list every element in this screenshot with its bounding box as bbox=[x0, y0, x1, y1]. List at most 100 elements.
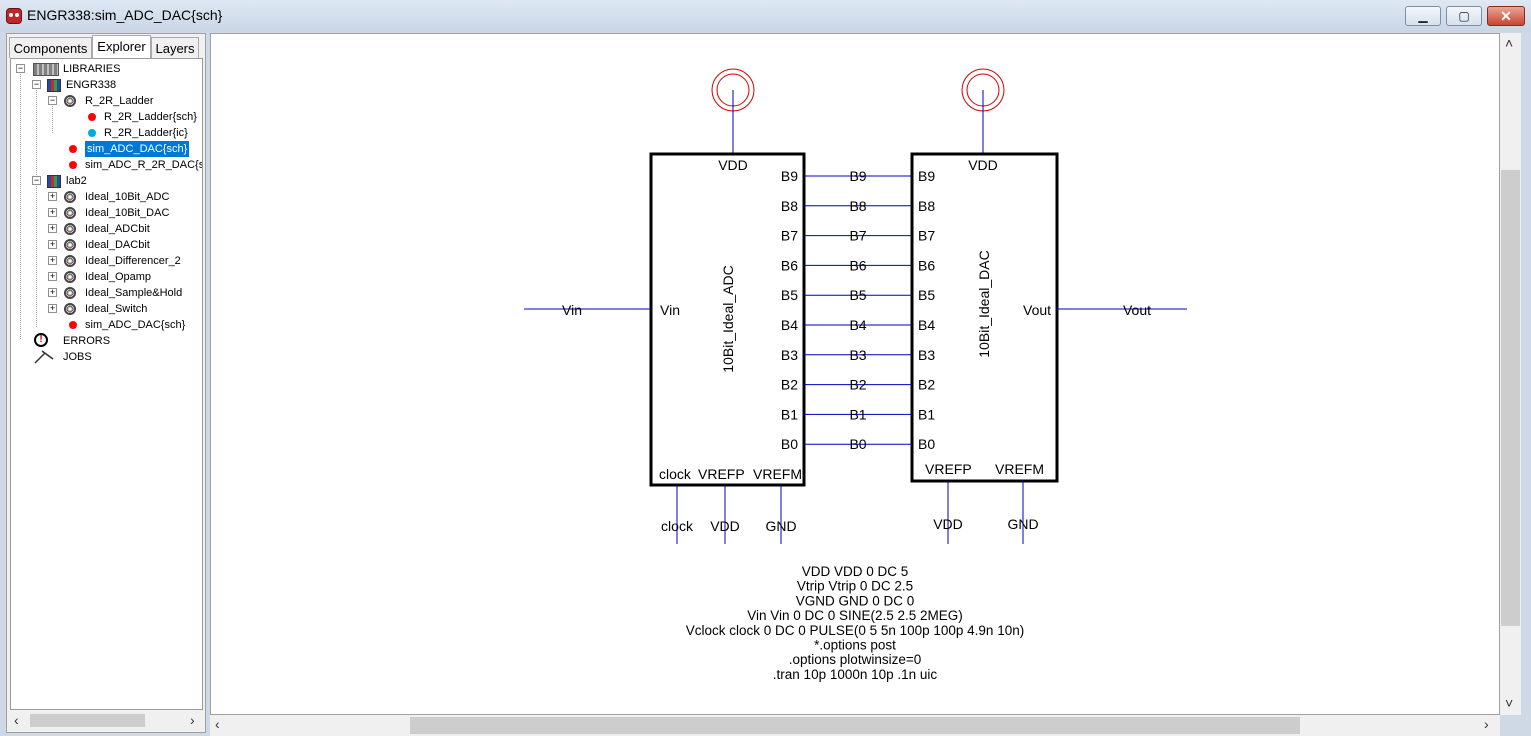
tree-label: R_2R_Ladder bbox=[85, 95, 154, 107]
expand-icon[interactable]: + bbox=[48, 207, 57, 217]
library-icon bbox=[47, 79, 61, 92]
expand-icon[interactable]: + bbox=[48, 255, 57, 265]
explorer-tree: − LIBRARIES − ENGR338 − R_2R_Ladder R_2R… bbox=[10, 58, 203, 710]
tree-item-lab2-sim[interactable]: sim_ADC_DAC{sch} bbox=[11, 317, 201, 333]
tree-label: sim_ADC_R_2R_DAC{s bbox=[85, 159, 203, 171]
tree-item-cell[interactable]: + Ideal_Opamp bbox=[11, 269, 201, 285]
expand-icon[interactable]: + bbox=[48, 191, 57, 201]
tree-item-libraries[interactable]: − LIBRARIES bbox=[11, 61, 201, 77]
tree-item-jobs[interactable]: JOBS bbox=[11, 349, 201, 365]
tree-horizontal-scrollbar[interactable]: ‹ › bbox=[10, 712, 203, 729]
tree-label: ENGR338 bbox=[66, 79, 117, 91]
bit-net-label: B7 bbox=[849, 228, 866, 244]
dac-vrefp-pin: VREFP bbox=[925, 461, 972, 477]
tree-item-cell[interactable]: + Ideal_Differencer_2 bbox=[11, 253, 201, 269]
dac-bit-pin: B6 bbox=[918, 257, 935, 273]
tree-item-sim-adc-dac[interactable]: sim_ADC_DAC{sch} bbox=[11, 140, 201, 158]
tree-label: Ideal_Differencer_2 bbox=[85, 255, 181, 267]
tree-item-r2r-ladder-ic[interactable]: R_2R_Ladder{ic} bbox=[11, 125, 201, 141]
tree-label: sim_ADC_DAC{sch} bbox=[85, 319, 186, 331]
scroll-left-icon[interactable]: ‹ bbox=[215, 716, 220, 732]
scrollbar-thumb[interactable] bbox=[30, 714, 145, 727]
expand-icon[interactable]: + bbox=[48, 271, 57, 281]
dac-block[interactable] bbox=[910, 152, 1059, 483]
adc-clock-pin: clock bbox=[659, 466, 692, 482]
tree-item-cell[interactable]: + Ideal_Switch bbox=[11, 301, 201, 317]
tree-label: LIBRARIES bbox=[63, 63, 121, 75]
adc-bit-pin: B5 bbox=[781, 287, 798, 303]
dac-bit-pin: B9 bbox=[918, 168, 935, 184]
tab-explorer[interactable]: Explorer bbox=[92, 35, 151, 58]
tree-item-lab2[interactable]: − lab2 bbox=[11, 173, 201, 189]
scrollbar-thumb[interactable] bbox=[1501, 170, 1520, 626]
cell-icon bbox=[64, 303, 76, 315]
schematic-view-icon bbox=[69, 145, 77, 153]
explorer-panel: Components Explorer Layers − LIBRARIES −… bbox=[6, 33, 206, 733]
adc-bit-pin: B7 bbox=[781, 228, 798, 244]
bit-net-label: B2 bbox=[849, 377, 866, 393]
expand-icon[interactable]: + bbox=[48, 223, 57, 233]
title-bar: ENGR338:sim_ADC_DAC{sch} ▁ ▢ ✕ bbox=[0, 0, 1531, 32]
expand-icon[interactable]: + bbox=[48, 239, 57, 249]
collapse-icon[interactable]: − bbox=[16, 63, 25, 73]
adc-vrefp-net-label: VDD bbox=[710, 518, 740, 534]
spice-line: .tran 10p 1000n 10p .1n uic bbox=[773, 667, 938, 682]
tree-item-cell[interactable]: + Ideal_10Bit_ADC bbox=[11, 189, 201, 205]
cell-icon bbox=[64, 239, 76, 251]
tree-label: R_2R_Ladder{sch} bbox=[104, 111, 197, 123]
tree-label: JOBS bbox=[63, 351, 92, 363]
minimize-button[interactable]: ▁ bbox=[1405, 6, 1441, 26]
canvas-horizontal-scrollbar[interactable]: ‹ › bbox=[210, 715, 1500, 736]
tree-item-cell[interactable]: + Ideal_Sample&Hold bbox=[11, 285, 201, 301]
spice-line: Vtrip Vtrip 0 DC 2.5 bbox=[797, 579, 913, 594]
tab-layers[interactable]: Layers bbox=[151, 37, 199, 58]
scroll-up-icon[interactable]: ˄ bbox=[1505, 35, 1514, 51]
canvas-vertical-scrollbar[interactable]: ˄ ˅ bbox=[1500, 33, 1521, 715]
adc-vrefm-pin: VREFM bbox=[753, 466, 802, 482]
spice-line: VGND GND 0 DC 0 bbox=[796, 593, 915, 608]
collapse-icon[interactable]: − bbox=[48, 95, 57, 105]
bit-net-label: B0 bbox=[849, 436, 866, 452]
tree-item-sim-adc-r2r-dac[interactable]: sim_ADC_R_2R_DAC{s bbox=[11, 157, 203, 173]
vin-net-label: Vin bbox=[562, 302, 582, 318]
cell-icon bbox=[64, 287, 76, 299]
vdd-power-symbol bbox=[961, 68, 1005, 154]
schematic-canvas[interactable]: VDD Vin 10Bit_Ideal_ADC clock VREFP VREF… bbox=[210, 33, 1500, 715]
tree-item-cell[interactable]: + Ideal_ADCbit bbox=[11, 221, 201, 237]
dac-bit-pin: B0 bbox=[918, 436, 935, 452]
tree-label: Ideal_DACbit bbox=[85, 239, 150, 251]
tree-label: R_2R_Ladder{ic} bbox=[104, 127, 188, 139]
tree-item-r2r-ladder[interactable]: − R_2R_Ladder bbox=[11, 93, 201, 109]
tree-item-errors[interactable]: ! ERRORS bbox=[11, 333, 201, 349]
cell-icon bbox=[64, 271, 76, 283]
tree-item-engr338[interactable]: − ENGR338 bbox=[11, 77, 201, 93]
expand-icon[interactable]: + bbox=[48, 287, 57, 297]
dac-bit-pin: B2 bbox=[918, 377, 935, 393]
dac-vdd-pin: VDD bbox=[968, 157, 998, 173]
spice-line: .options plotwinsize=0 bbox=[789, 652, 921, 667]
bit-net-label: B1 bbox=[849, 406, 866, 422]
dac-bit-pin: B8 bbox=[918, 198, 935, 214]
scroll-right-icon[interactable]: › bbox=[1484, 716, 1489, 732]
collapse-icon[interactable]: − bbox=[32, 175, 41, 185]
tab-components[interactable]: Components bbox=[9, 37, 92, 58]
scroll-left-icon[interactable]: ‹ bbox=[14, 712, 19, 728]
close-button[interactable]: ✕ bbox=[1487, 6, 1525, 26]
scroll-right-icon[interactable]: › bbox=[190, 712, 195, 728]
tree-label: Ideal_ADCbit bbox=[85, 223, 150, 235]
adc-cell-name: 10Bit_Ideal_ADC bbox=[720, 265, 736, 372]
bit-net-label: B6 bbox=[849, 257, 866, 273]
adc-bit-pin: B4 bbox=[781, 317, 798, 333]
collapse-icon[interactable]: − bbox=[32, 79, 41, 89]
tree-item-cell[interactable]: + Ideal_DACbit bbox=[11, 237, 201, 253]
maximize-button[interactable]: ▢ bbox=[1446, 6, 1482, 26]
scrollbar-thumb[interactable] bbox=[410, 717, 1300, 734]
adc-block[interactable] bbox=[649, 152, 806, 487]
tree-item-cell[interactable]: + Ideal_10Bit_DAC bbox=[11, 205, 201, 221]
expand-icon[interactable]: + bbox=[48, 303, 57, 313]
cell-icon bbox=[64, 207, 76, 219]
tree-item-r2r-ladder-sch[interactable]: R_2R_Ladder{sch} bbox=[11, 109, 201, 125]
spice-line: Vclock clock 0 DC 0 PULSE(0 5 5n 100p 10… bbox=[686, 623, 1024, 638]
scroll-down-icon[interactable]: ˅ bbox=[1505, 695, 1514, 711]
